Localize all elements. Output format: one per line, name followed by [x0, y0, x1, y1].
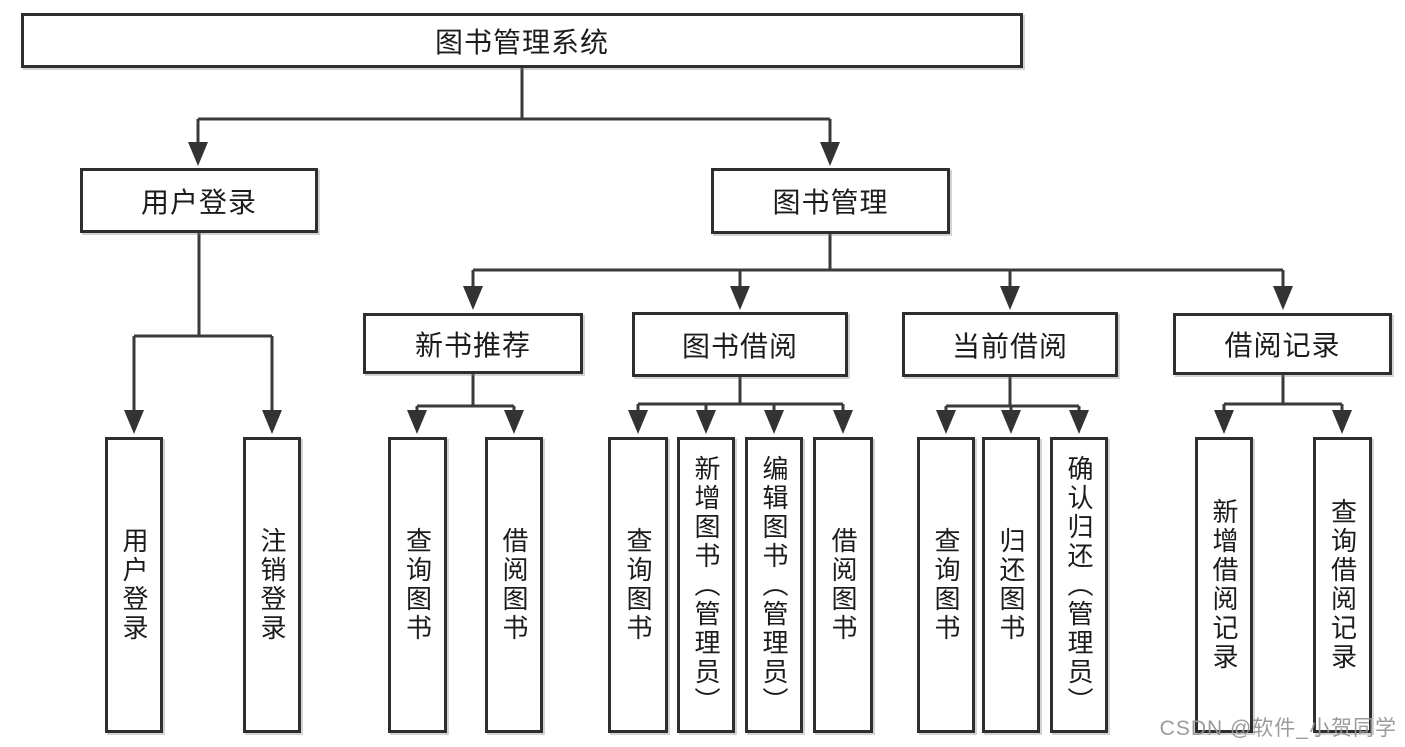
- node-leaf-query-borrow-record: 查询借阅记录: [1313, 437, 1372, 733]
- node-leaf-query-book-2: 查询图书: [608, 437, 668, 733]
- node-leaf-query-book-1: 查询图书: [388, 437, 447, 733]
- csdn-watermark: CSDN @软件_小贺同学: [1159, 717, 1397, 740]
- node-leaf-user-login: 用户登录: [105, 437, 163, 733]
- connector-new-book-recommend-to-leaves: [407, 374, 524, 434]
- node-borrow-records: 借阅记录: [1173, 313, 1392, 375]
- node-leaf-borrow-book-2: 借阅图书: [813, 437, 873, 733]
- node-leaf-add-book-admin: 新增图书（管理员）: [677, 437, 735, 733]
- node-user-login: 用户登录: [80, 168, 318, 233]
- connector-borrow-records-to-leaves: [1214, 375, 1352, 434]
- node-leaf-add-borrow-record: 新增借阅记录: [1195, 437, 1253, 733]
- node-leaf-edit-book-admin: 编辑图书（管理员）: [745, 437, 803, 733]
- node-book-management: 图书管理: [711, 168, 950, 234]
- connector-book-management-to-level3: [463, 234, 1293, 310]
- node-leaf-logout: 注销登录: [243, 437, 301, 733]
- connector-root-to-level2: [188, 68, 840, 166]
- connector-book-borrow-to-leaves: [628, 377, 853, 434]
- node-leaf-return-book: 归还图书: [982, 437, 1040, 733]
- node-book-borrow: 图书借阅: [632, 312, 848, 377]
- node-library-management-system: 图书管理系统: [21, 13, 1023, 68]
- node-new-book-recommend: 新书推荐: [363, 313, 583, 374]
- node-leaf-borrow-book-1: 借阅图书: [485, 437, 543, 733]
- connector-current-borrow-to-leaves: [936, 377, 1089, 434]
- node-current-borrow: 当前借阅: [902, 312, 1118, 377]
- node-leaf-confirm-return-admin: 确认归还（管理员）: [1050, 437, 1108, 733]
- connector-user-login-to-leaves: [124, 233, 282, 434]
- node-leaf-query-book-3: 查询图书: [917, 437, 975, 733]
